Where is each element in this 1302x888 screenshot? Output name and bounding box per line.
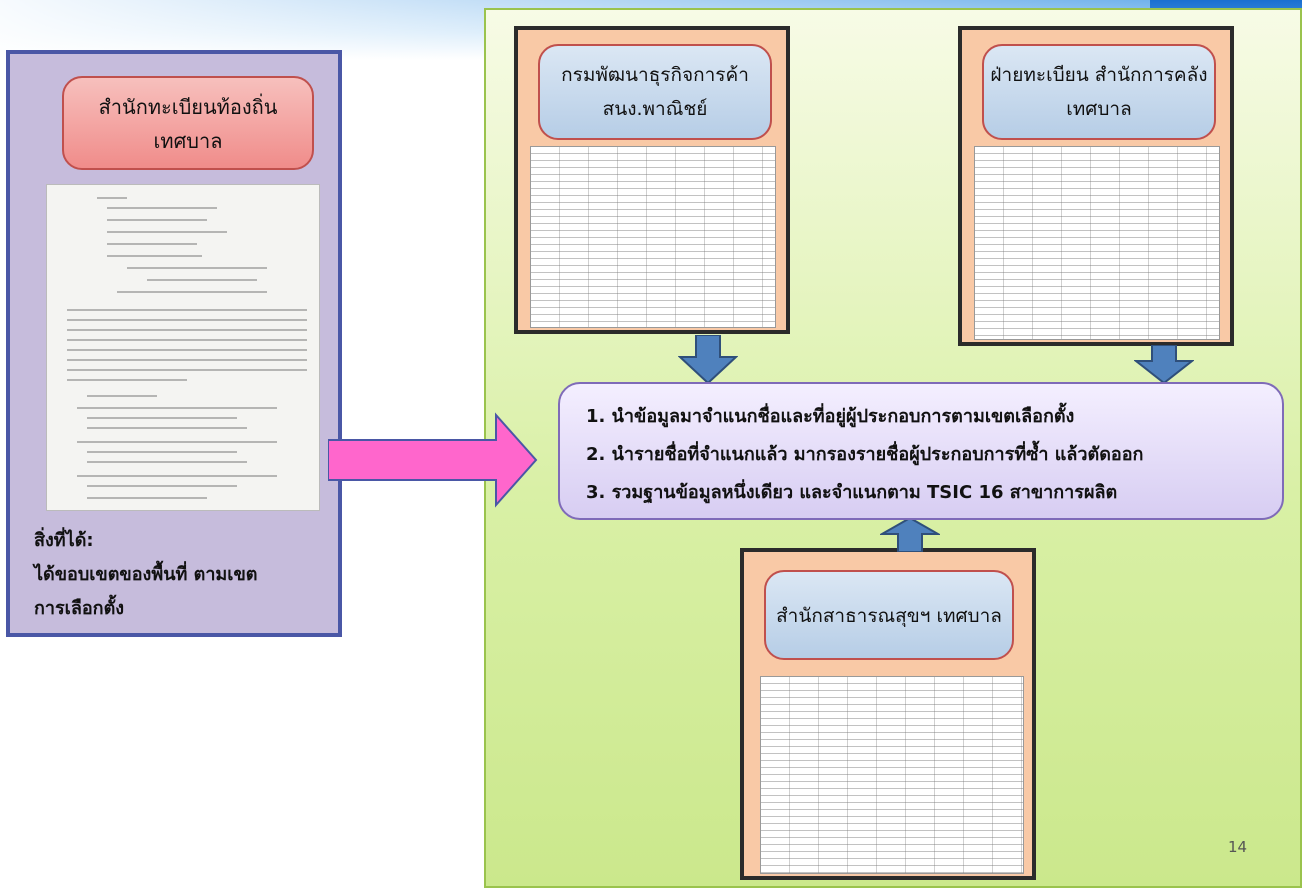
process-step-3: 3. รวมฐานข้อมูลหนึ่งเดียว และจำแนกตาม TS… — [586, 482, 1118, 503]
registration-office-line-1: สำนักทะเบียนท้องถิ่น — [98, 95, 278, 119]
arrow-right-icon — [328, 412, 538, 508]
dbd-label: กรมพัฒนาธุรกิจการค้า สนง.พาณิชย์ — [538, 44, 772, 140]
result-line-1: ได้ขอบเขตของพื้นที่ ตามเขต — [34, 564, 258, 585]
arrow-down-icon — [678, 335, 738, 385]
dbd-spreadsheet-image — [530, 146, 776, 328]
health-source-box: สำนักสาธารณสุขฯ เทศบาล — [740, 548, 1036, 880]
left-result-text: สิ่งที่ได้: ได้ขอบเขตของพื้นที่ ตามเขต ก… — [34, 524, 334, 626]
process-steps-box: 1. นำข้อมูลมาจำแนกชื่อและที่อยู่ผู้ประกอ… — [558, 382, 1284, 520]
health-label-line-1: สำนักสาธารณสุขฯ เทศบาล — [776, 605, 1002, 627]
arrow-down-icon — [1134, 345, 1194, 385]
process-step-2: 2. นำรายชื่อที่จำแนกแล้ว มากรองรายชื่อผู… — [586, 444, 1144, 465]
dbd-source-box: กรมพัฒนาธุรกิจการค้า สนง.พาณิชย์ — [514, 26, 790, 334]
left-source-panel: สำนักทะเบียนท้องถิ่น เทศบาล สิ่งที่ได้: … — [6, 50, 342, 637]
dbd-label-line-1: กรมพัฒนาธุรกิจการค้า — [561, 64, 749, 86]
finance-source-box: ฝ่ายทะเบียน สำนักการคลัง เทศบาล — [958, 26, 1234, 346]
result-heading: สิ่งที่ได้: — [34, 530, 94, 551]
page-number: 14 — [1228, 838, 1248, 856]
finance-label-line-1: ฝ่ายทะเบียน สำนักการคลัง — [990, 64, 1208, 86]
dbd-label-line-2: สนง.พาณิชย์ — [602, 98, 708, 120]
result-line-2: การเลือกตั้ง — [34, 598, 125, 619]
arrow-up-icon — [880, 518, 940, 552]
registration-office-label: สำนักทะเบียนท้องถิ่น เทศบาล — [62, 76, 314, 170]
health-label: สำนักสาธารณสุขฯ เทศบาล — [764, 570, 1014, 660]
process-step-1: 1. นำข้อมูลมาจำแนกชื่อและที่อยู่ผู้ประกอ… — [586, 406, 1075, 427]
finance-label: ฝ่ายทะเบียน สำนักการคลัง เทศบาล — [982, 44, 1216, 140]
finance-spreadsheet-image — [974, 146, 1220, 340]
scanned-document-image — [46, 184, 320, 511]
health-spreadsheet-image — [760, 676, 1024, 874]
registration-office-line-2: เทศบาล — [153, 129, 223, 153]
finance-label-line-2: เทศบาล — [1066, 98, 1132, 120]
